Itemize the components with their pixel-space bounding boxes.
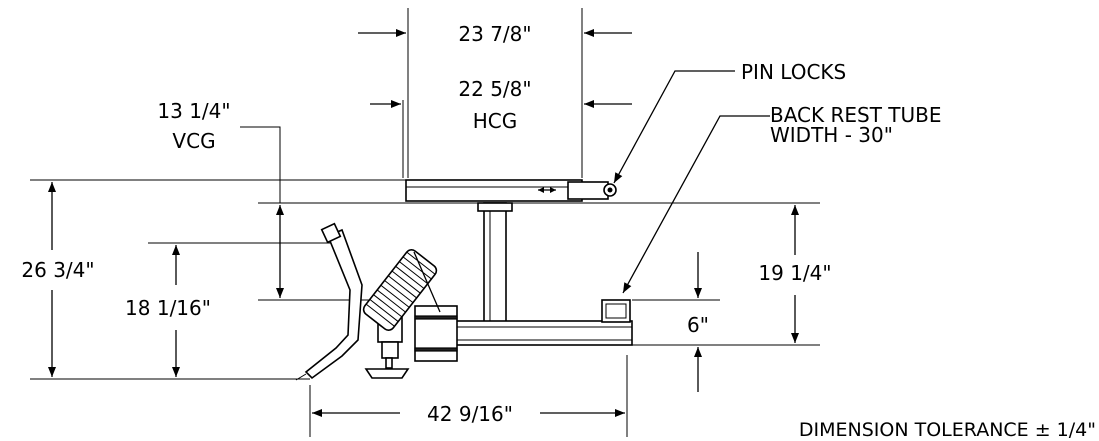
dimension-lines — [48, 29, 799, 417]
overall-height-value: 26 3/4" — [21, 258, 94, 282]
spring-coil — [362, 249, 438, 331]
back-rest-callout-line2: WIDTH - 30" — [770, 123, 893, 147]
overall-length-value: 42 9/16" — [427, 402, 513, 426]
seat-assembly — [295, 179, 633, 381]
vcg-label: VCG — [172, 129, 215, 153]
seat-height-value: 18 1/16" — [125, 296, 211, 320]
callout-leaders — [613, 70, 770, 294]
hcg-label: HCG — [473, 109, 518, 133]
back-rest-callout-line1: BACK REST TUBE — [770, 103, 942, 127]
tube-height-value: 6" — [687, 313, 709, 337]
extension-lines — [30, 8, 820, 437]
hcg-value: 22 5/8" — [458, 77, 531, 101]
tolerance-note: DIMENSION TOLERANCE ± 1/4" — [799, 419, 1096, 441]
vcg-value: 13 1/4" — [157, 99, 230, 123]
back-height-value: 19 1/4" — [758, 261, 831, 285]
top-width-value: 23 7/8" — [458, 22, 531, 46]
pin-locks-callout: PIN LOCKS — [741, 60, 846, 84]
